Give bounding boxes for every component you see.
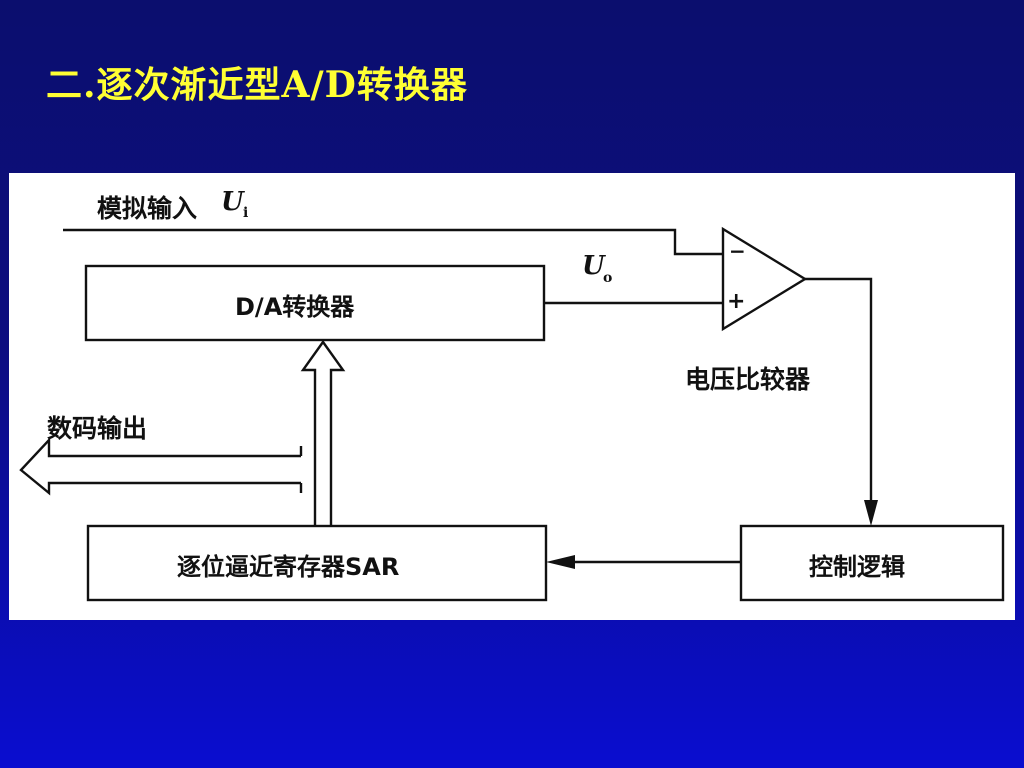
comparator-minus-sign: − [729, 239, 746, 263]
dac-output-symbol: U [582, 251, 605, 281]
comparator-output-wire [805, 277, 873, 516]
analog-input-label: 模拟输入 [97, 194, 198, 223]
digital-output-arrow [19, 436, 301, 496]
block-diagram: 模拟输入 U i U o − + D/A转换器 电压比较器 数码输出 逐位逼近寄… [9, 173, 1015, 620]
control-logic-label: 控制逻辑 [809, 553, 905, 581]
diagram-lines [19, 226, 1005, 602]
input-voltage-symbol: U [221, 187, 244, 217]
slide-title: 二.逐次渐近型A/D转换器 [46, 64, 468, 106]
digital-output-label: 数码输出 [47, 414, 148, 443]
comparator-label: 电压比较器 [685, 365, 811, 394]
analog-input-wire [63, 228, 723, 256]
comparator-triangle [721, 226, 808, 332]
sar-box [86, 524, 548, 602]
dac-label: D/A转换器 [235, 293, 355, 321]
sar-to-dac-arrow [300, 339, 346, 526]
dac-output-subscript: o [603, 270, 613, 286]
arrowhead-control [864, 500, 878, 526]
arrowhead-sar [546, 555, 575, 569]
input-voltage-subscript: i [243, 205, 249, 221]
dac-box [84, 264, 546, 342]
sar-label: 逐位逼近寄存器SAR [177, 553, 400, 581]
comparator-plus-sign: + [727, 289, 746, 314]
